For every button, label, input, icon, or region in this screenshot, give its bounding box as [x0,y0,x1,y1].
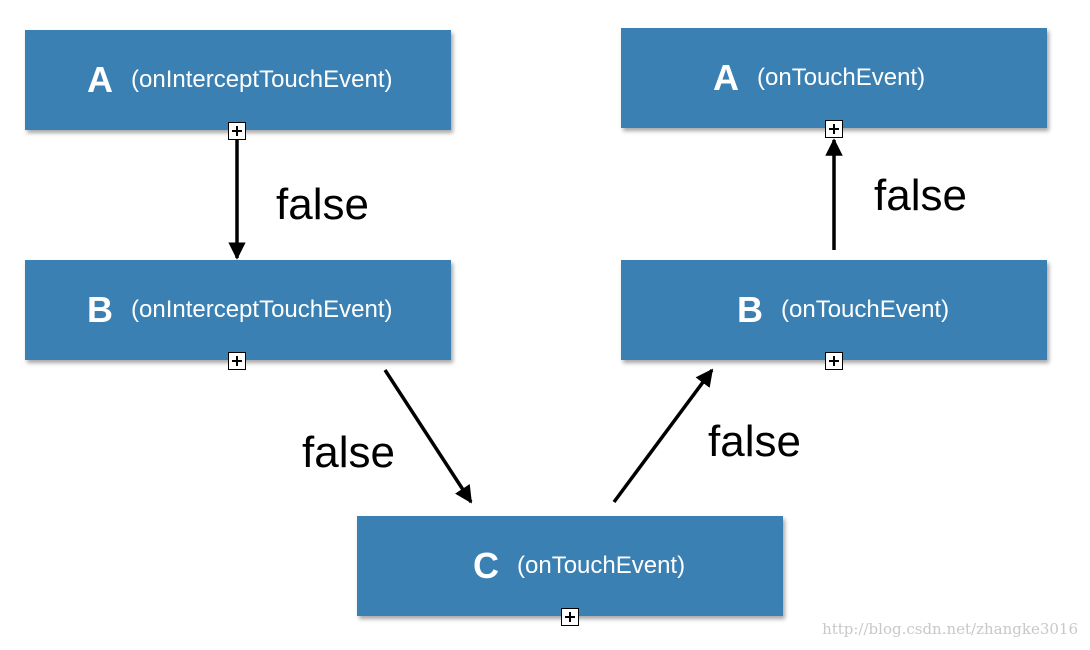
node-method: (onInterceptTouchEvent) [131,66,393,93]
edge-label-b-to-c: false [302,428,395,477]
edge-label-c-to-b: false [708,417,801,466]
edge-label-a-to-b: false [276,180,369,229]
node-b-touch: B (onTouchEvent) [621,260,1047,360]
node-method: (onInterceptTouchEvent) [131,296,393,323]
node-c-touch: C (onTouchEvent) [357,516,783,616]
node-method: (onTouchEvent) [757,64,926,91]
watermark-text: http://blog.csdn.net/zhangke3016 [822,620,1078,638]
node-method: (onTouchEvent) [781,296,950,323]
expand-handle-icon[interactable] [825,352,843,370]
arrow-b-to-c [383,369,473,504]
expand-handle-icon[interactable] [561,608,579,626]
expand-handle-icon[interactable] [228,352,246,370]
expand-handle-icon[interactable] [228,122,246,140]
node-letter: B [737,289,763,330]
node-a-intercept: A (onInterceptTouchEvent) [25,30,451,130]
node-method: (onTouchEvent) [517,552,686,579]
node-letter: A [87,59,113,100]
expand-handle-icon[interactable] [825,120,843,138]
node-b-intercept: B (onInterceptTouchEvent) [25,260,451,360]
node-a-touch: A (onTouchEvent) [621,28,1047,128]
arrow-c-to-b [612,368,714,504]
node-letter: B [87,289,113,330]
edge-label-b-to-a: false [874,171,967,220]
node-letter: C [473,545,499,586]
node-letter: A [713,57,739,98]
